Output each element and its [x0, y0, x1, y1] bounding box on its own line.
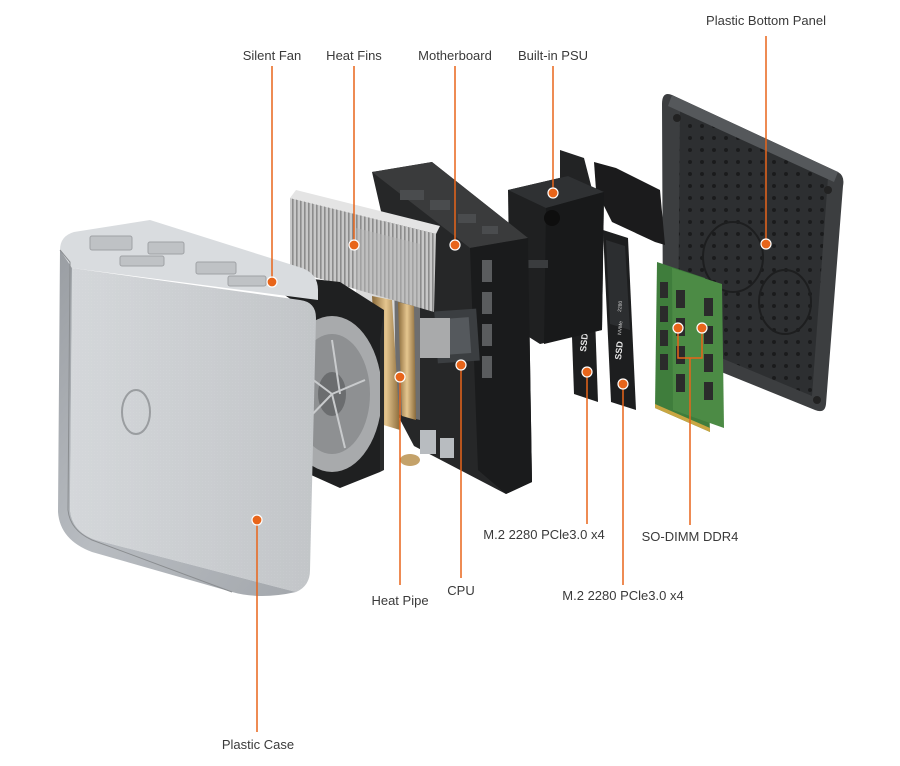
cpu-label: CPU: [447, 583, 475, 598]
so-dimm-illustration: [655, 262, 724, 432]
bottom-panel-dot: [760, 238, 772, 250]
ssd-2-brand-text: SSD: [613, 340, 625, 360]
heat-pipe-dot: [394, 371, 406, 383]
heatsink-illustration: [290, 190, 450, 466]
built-in-psu-label: Built-in PSU: [517, 48, 589, 63]
m2-ssd-1-label: M.2 2280 PCle3.0 x4: [483, 527, 605, 542]
ssd-2-size-text: 2280: [617, 300, 624, 312]
ssd-2-dot: [617, 378, 629, 390]
leader-lines: [256, 36, 767, 732]
heat-fins-dot: [348, 239, 360, 251]
cpu-dot: [455, 359, 467, 371]
silent-fan-label: Silent Fan: [242, 48, 302, 63]
plastic-case-dot: [251, 514, 263, 526]
ssd-2-interface-text: NVMe: [617, 321, 624, 336]
motherboard-dot: [449, 239, 461, 251]
plastic-case-label: Plastic Case: [221, 737, 295, 752]
heat-fins-label: Heat Fins: [326, 48, 382, 63]
heat-pipe-label: Heat Pipe: [371, 593, 429, 608]
case-illustration: [58, 220, 318, 596]
ssd-1-dot: [581, 366, 593, 378]
motherboard-label: Motherboard: [418, 48, 492, 63]
ssd-1-brand-text: SSD: [578, 332, 590, 352]
leader-dots: [251, 187, 772, 526]
so-dimm-leader: [677, 328, 703, 525]
so-dimm-dot-2: [696, 322, 708, 334]
ssd-2-illustration: SSD NVMe 2280: [603, 230, 636, 410]
m2-ssd-2-label: M.2 2280 PCle3.0 x4: [562, 588, 684, 603]
so-dimm-dot-1: [672, 322, 684, 334]
so-dimm-label: SO-DIMM DDR4: [641, 529, 739, 544]
plastic-bottom-panel-label: Plastic Bottom Panel: [706, 13, 826, 28]
silent-fan-dot: [266, 276, 278, 288]
psu-dot: [547, 187, 559, 199]
